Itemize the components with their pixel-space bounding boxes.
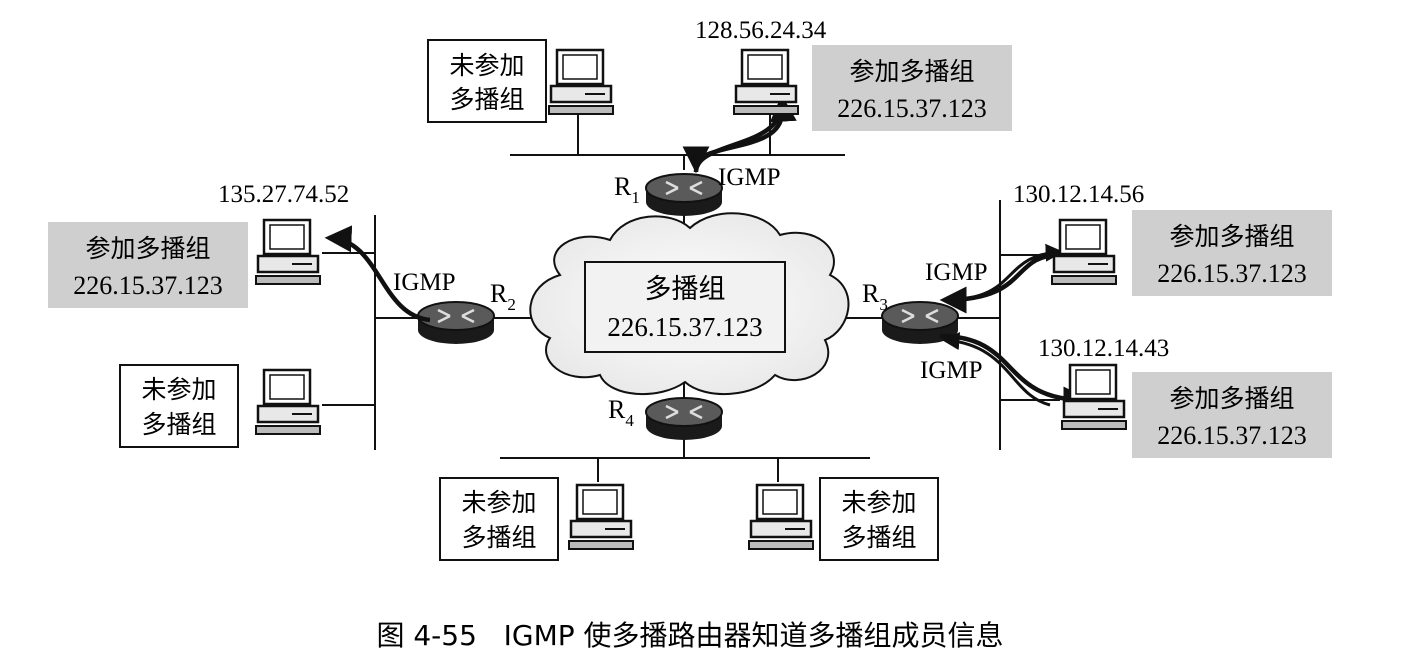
figure-caption: 图 4-55 IGMP 使多播路由器知道多播组成员信息 — [376, 619, 1003, 652]
svg-text:226.15.37.123: 226.15.37.123 — [1157, 259, 1307, 288]
svg-text:226.15.37.123: 226.15.37.123 — [73, 271, 223, 300]
igmp-label-r3-lower: IGMP — [920, 357, 983, 384]
member-box-right-1: 参加多播组 226.15.37.123 — [1132, 210, 1332, 296]
igmp-label-r3-upper: IGMP — [925, 259, 988, 286]
igmp-arrow-r1-back — [682, 109, 785, 174]
router-r4-icon — [644, 396, 724, 442]
igmp-arrow-r3-lower — [939, 333, 1091, 414]
svg-text:参加多播组: 参加多播组 — [1169, 384, 1294, 413]
igmp-arrow-r3-upper-out — [944, 243, 1064, 302]
host-ip-top: 128.56.24.34 — [695, 17, 827, 44]
computer-left-bottom-icon — [254, 368, 322, 436]
svg-text:未参加: 未参加 — [449, 51, 524, 80]
cloud-group-box — [584, 261, 786, 353]
igmp-arrow-r3-lower-back — [941, 332, 1051, 407]
computer-bottom-left-icon — [567, 483, 635, 551]
non-member-box-top: 未参加 多播组 — [427, 39, 547, 123]
svg-text:参加多播组: 参加多播组 — [85, 234, 210, 263]
svg-text:多播组: 多播组 — [449, 85, 524, 114]
svg-text:226.15.37.123: 226.15.37.123 — [837, 94, 987, 123]
non-member-box-bottom-left: 未参加 多播组 — [439, 477, 559, 561]
svg-text:参加多播组: 参加多播组 — [1169, 222, 1294, 251]
computer-right-member-2-icon — [1060, 363, 1128, 431]
computer-left-member-icon — [254, 218, 322, 286]
igmp-label-r1: IGMP — [718, 164, 781, 191]
svg-text:多播组: 多播组 — [841, 523, 916, 552]
member-box-left: 参加多播组 226.15.37.123 — [48, 222, 248, 308]
svg-text:未参加: 未参加 — [141, 375, 216, 404]
router-r1-icon — [644, 172, 724, 218]
computer-top-member-icon — [732, 48, 800, 116]
computer-right-member-1-icon — [1050, 218, 1118, 286]
host-ip-right-1: 130.12.14.56 — [1013, 181, 1144, 208]
host-ip-right-2: 130.12.14.43 — [1038, 335, 1169, 362]
cloud-group-title: 多播组 — [645, 274, 726, 305]
igmp-arrows — [324, 94, 1091, 414]
network-lines — [322, 110, 1060, 482]
computer-top-left-icon — [547, 48, 615, 116]
member-box-top: 参加多播组 226.15.37.123 — [812, 45, 1012, 131]
svg-text:参加多播组: 参加多播组 — [849, 57, 974, 86]
svg-text:多播组: 多播组 — [461, 523, 536, 552]
svg-text:226.15.37.123: 226.15.37.123 — [1157, 421, 1307, 450]
igmp-arrow-r2 — [324, 225, 431, 323]
svg-text:多播组: 多播组 — [141, 410, 216, 439]
router-r3-label: R3 — [862, 279, 888, 314]
member-box-right-2: 参加多播组 226.15.37.123 — [1132, 372, 1332, 458]
router-r2-label: R2 — [490, 279, 516, 314]
non-member-box-left: 未参加 多播组 — [119, 364, 239, 448]
router-r2-icon — [416, 300, 496, 346]
cloud-group-address: 226.15.37.123 — [607, 312, 762, 342]
router-r4-label: R4 — [608, 395, 634, 430]
router-r1-label: R1 — [614, 172, 640, 207]
igmp-label-r2: IGMP — [393, 269, 456, 296]
non-member-box-bottom-right: 未参加 多播组 — [819, 477, 939, 561]
host-ip-left: 135.27.74.52 — [218, 181, 349, 208]
svg-text:未参加: 未参加 — [461, 488, 536, 517]
computer-bottom-right-icon — [747, 483, 815, 551]
svg-text:未参加: 未参加 — [841, 488, 916, 517]
